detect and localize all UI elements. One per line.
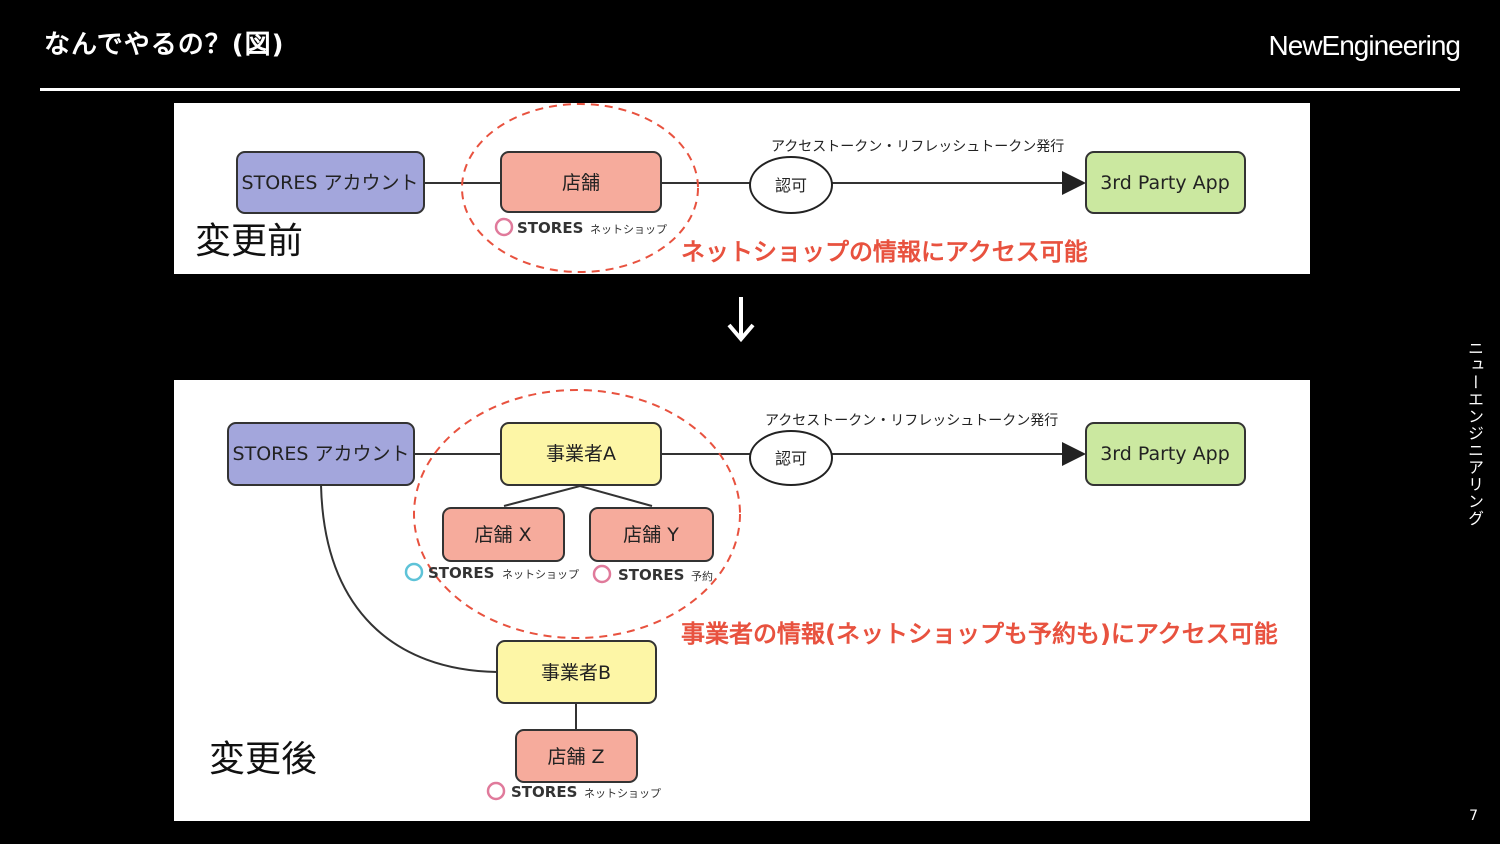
account-node-label: STORES アカウント (233, 443, 410, 465)
stores-logo-icon (592, 564, 612, 584)
store-y-label: 店舗 Y (623, 524, 679, 546)
store-node (500, 151, 662, 213)
logo-brand: STORES (428, 564, 494, 582)
auth-node (749, 430, 833, 486)
stores-reserve-logo: STORES 予約 (592, 564, 713, 584)
stores-logo-icon (404, 562, 424, 582)
store-z-label: 店舗 Z (547, 746, 604, 768)
account-node (227, 422, 415, 486)
logo-service: ネットショップ (584, 787, 661, 800)
store-node-label: 店舗 (562, 172, 600, 194)
title-rule (40, 88, 1460, 91)
before-diagram-panel: STORES アカウント 店舗 STORES ネットショップ 認可 アクセストー… (174, 103, 1310, 274)
stores-netshop-logo: STORES ネットショップ (404, 562, 579, 582)
down-arrow-icon (727, 297, 755, 343)
third-party-app-label: 3rd Party App (1100, 443, 1230, 465)
store-y-node (589, 507, 714, 562)
edge-business-a-stores (503, 484, 653, 507)
token-label: アクセストークン・リフレッシュトークン発行 (771, 139, 1064, 155)
logo-service: 予約 (691, 569, 713, 583)
brand-logo: NewEngineering (1268, 30, 1461, 61)
logo-brand: STORES (511, 783, 577, 801)
after-access-note: 事業者の情報(ネットショップも予約も)にアクセス可能 (681, 620, 1278, 648)
page-number: 7 (1469, 808, 1478, 824)
business-a-scope-ellipse (413, 389, 741, 639)
store-x-node (442, 507, 565, 562)
store-x-label: 店舗 X (474, 524, 531, 546)
logo-service: ネットショップ (502, 568, 579, 581)
account-node-label: STORES アカウント (242, 172, 419, 194)
account-node (236, 151, 425, 214)
after-label: 変更後 (209, 739, 317, 780)
auth-node-label: 認可 (775, 176, 807, 195)
third-party-app-node (1085, 422, 1246, 486)
business-b-label: 事業者B (541, 662, 611, 684)
auth-node (749, 156, 833, 214)
stores-netshop-logo: STORES ネットショップ (486, 781, 661, 801)
stores-logo-icon (494, 217, 514, 237)
stores-netshop-logo: STORES ネットショップ (494, 217, 667, 237)
stores-logo-icon (486, 781, 506, 801)
side-label: ニューエンジニアリング (1465, 340, 1484, 527)
third-party-app-label: 3rd Party App (1100, 172, 1230, 194)
before-diagram: STORES アカウント 店舗 STORES ネットショップ 認可 アクセストー… (195, 103, 1246, 273)
logo-brand: STORES (517, 219, 583, 237)
store-scope-ellipse (461, 103, 699, 273)
third-party-app-node (1085, 151, 1246, 214)
edge-account-business-b (320, 484, 498, 673)
slide-title: なんでやるの？(図) (44, 30, 285, 60)
after-diagram-panel: STORES アカウント 事業者A 店舗 X 店舗 Y STORES ネットショ… (174, 380, 1310, 821)
auth-node-label: 認可 (775, 449, 807, 468)
business-a-label: 事業者A (546, 443, 616, 465)
before-access-note: ネットショップの情報にアクセス可能 (681, 238, 1088, 266)
token-label: アクセストークン・リフレッシュトークン発行 (765, 413, 1058, 429)
logo-service: ネットショップ (590, 223, 667, 236)
before-label: 変更前 (195, 221, 303, 262)
business-b-node (496, 640, 657, 704)
store-z-node (515, 729, 638, 783)
logo-brand: STORES (618, 566, 684, 584)
after-diagram: STORES アカウント 事業者A 店舗 X 店舗 Y STORES ネットショ… (209, 389, 1278, 801)
business-a-node (500, 422, 662, 486)
